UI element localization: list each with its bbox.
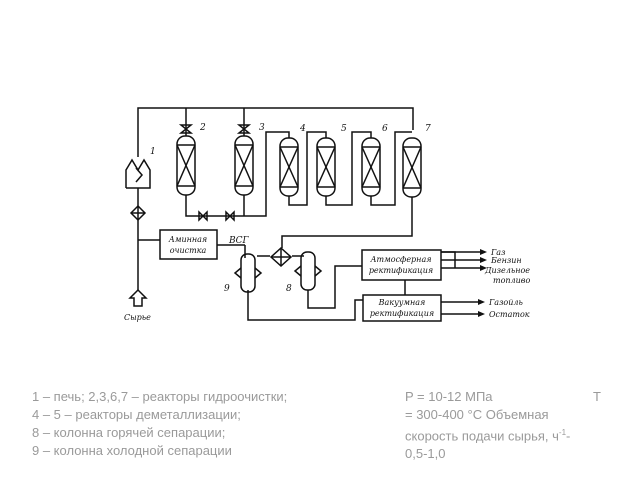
column-9 [233,253,263,293]
vacuum-label: ректификация [370,309,434,318]
atmospheric-label: Атмосферная [369,255,431,264]
piping [137,107,480,321]
space-velocity-label: скорость подачи сырья, ч [405,428,559,444]
unit-exponent: -1 [558,428,567,437]
vacuum-distillation-box [362,294,442,322]
heat-exchanger-icon [129,204,147,222]
amine-label: очистка [170,246,207,255]
diesel-label: Дизельное [484,266,530,275]
pressure-value: P = 10-12 МПа [405,389,493,404]
legend-line: 4 – 5 – реакторы деметаллизации; [32,407,241,422]
amine-label: Аминная [168,235,207,244]
heat-exchanger-icon [269,246,293,268]
amine-treatment-box [159,229,218,260]
equipment-number: 9 [224,284,230,294]
legend-line: 1 – печь; 2,3,6,7 – реакторы гидроочистк… [32,389,288,404]
feed-label: Сырье [124,313,151,322]
equipment-number: 6 [382,124,388,134]
equipment-number: 5 [341,124,347,134]
column-8 [293,251,323,291]
vacuum-label: Вакуумная [378,298,426,307]
temperature-symbol: T [593,389,601,404]
feed-arrow-icon [128,288,148,307]
furnace-icon [125,158,151,189]
dash: - [566,428,571,444]
legend-line: 9 – колонна холодной сепарации [32,443,232,458]
process-conditions: P = 10-12 МПа T = 300-400 °С Объемная ск… [405,388,601,463]
temperature-value: = 300-400 °С Объемная [405,407,549,422]
diesel-label: топливо [493,276,530,285]
reactor-5 [316,137,336,197]
reactor-3 [234,135,254,196]
atmospheric-distillation-box [361,249,442,281]
equipment-number: 8 [286,284,292,294]
product-arrows [478,249,487,317]
space-velocity-value: 0,5-1,0 [405,446,446,462]
equipment-legend: 1 – печь; 2,3,6,7 – реакторы гидроочистк… [32,388,287,460]
residue-label: Остаток [489,310,530,319]
equipment-number: 7 [425,124,431,134]
reactor-2 [176,135,196,196]
gasoline-label: Бензин [490,256,522,265]
reactor-7 [402,137,422,198]
reactor-6 [361,137,381,197]
vsg-label: ВСГ [228,236,250,246]
equipment-number: 1 [150,147,156,157]
atmospheric-label: ректификация [369,266,433,275]
valve-icon [178,124,252,222]
equipment-number: 3 [259,123,265,133]
reactor-4 [279,137,299,197]
equipment-number: 2 [199,123,206,133]
equipment-number: 4 [299,124,306,134]
legend-line: 8 – колонна горячей сепарации; [32,425,226,440]
gas-label: Газ [490,248,505,257]
gasoil-label: Газойль [488,298,523,307]
